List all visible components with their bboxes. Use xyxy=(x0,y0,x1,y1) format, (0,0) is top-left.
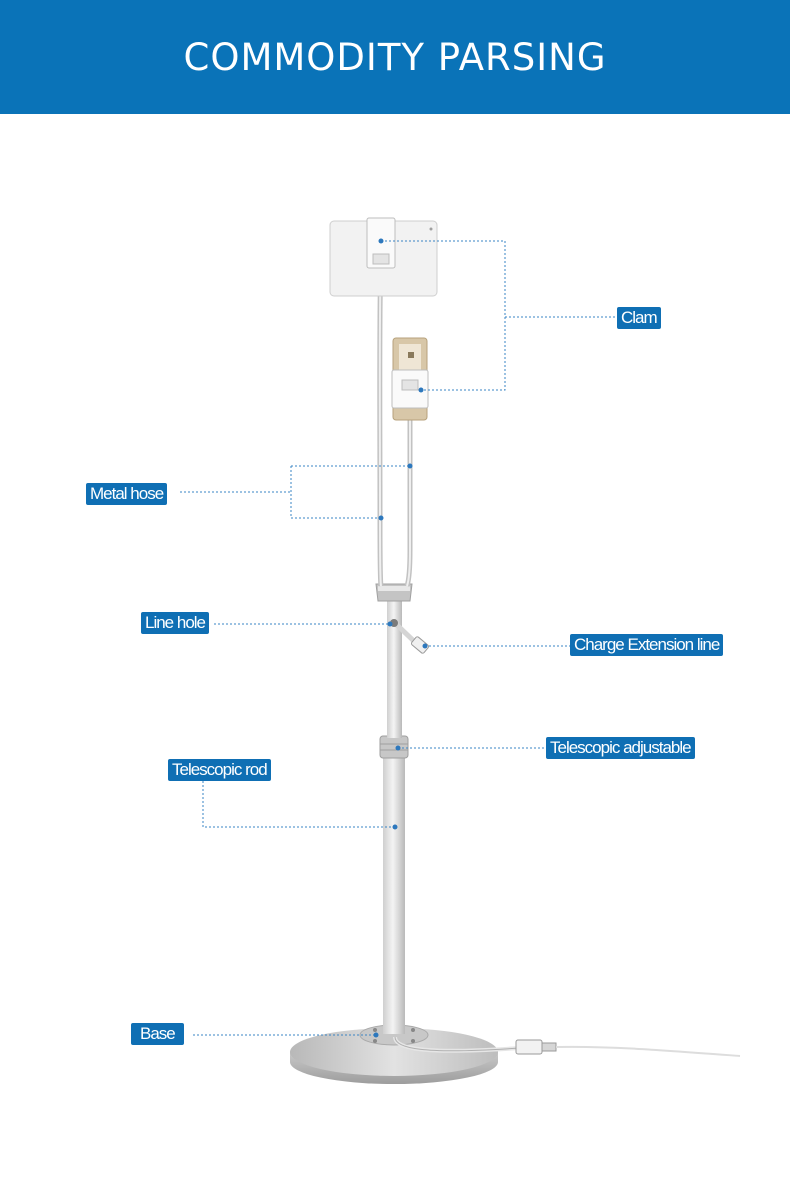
page-title: COMMODITY PARSING xyxy=(183,36,607,79)
leader-dots xyxy=(373,238,428,1038)
stand-base xyxy=(290,1024,498,1084)
label-clam: Clam xyxy=(617,307,661,329)
label-line-hole: Line hole xyxy=(141,612,210,634)
leader-lines xyxy=(180,240,620,1036)
tablet-with-clamp xyxy=(329,217,438,297)
label-telescopic-adjustable: Telescopic adjustable xyxy=(546,737,695,759)
hose-collar xyxy=(375,583,413,602)
label-telescopic-rod: Telescopic rod xyxy=(168,759,271,781)
label-charge-extension-line: Charge Extension line xyxy=(570,634,724,656)
label-metal-hose: Metal hose xyxy=(86,483,168,505)
header-banner: COMMODITY PARSING xyxy=(0,0,790,114)
phone-with-clamp xyxy=(391,337,429,421)
telescopic-rod xyxy=(379,735,409,1034)
inner-rod xyxy=(387,600,402,738)
label-base: Base xyxy=(131,1023,184,1045)
usb-cable xyxy=(393,1036,741,1057)
metal-hoses xyxy=(377,261,413,587)
